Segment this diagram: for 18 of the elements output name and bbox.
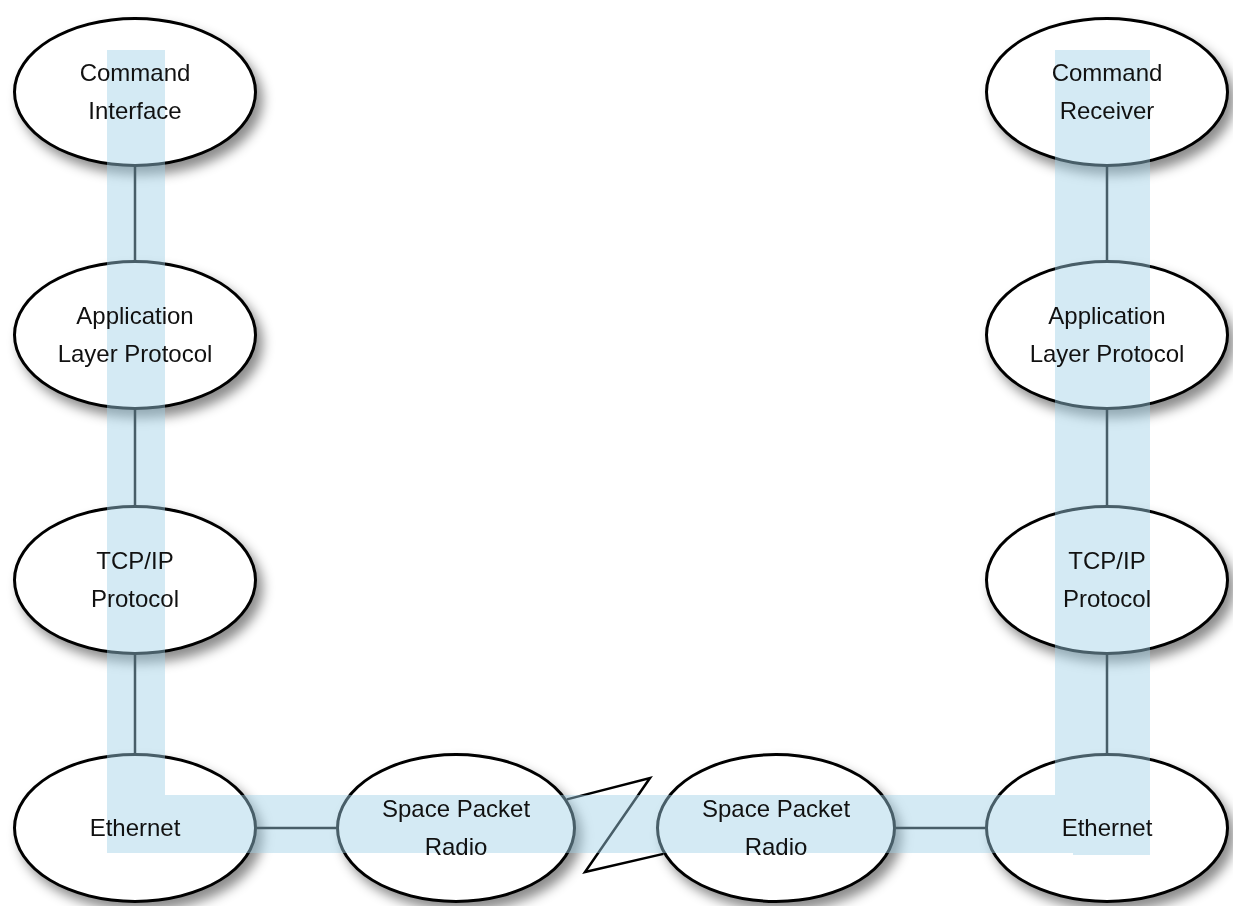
node-label: Application Layer Protocol — [1028, 301, 1186, 369]
node-label: Command Receiver — [1050, 58, 1164, 126]
node-label: Ethernet — [1060, 813, 1154, 843]
connector-line — [133, 167, 137, 260]
node-label: Ethernet — [88, 813, 182, 843]
node-label: Command Interface — [78, 58, 192, 126]
node-label: Space Packet Radio — [700, 794, 852, 862]
connector-line — [257, 826, 336, 830]
connector-line — [1105, 410, 1109, 505]
connector-line — [1105, 655, 1109, 753]
node-label: Application Layer Protocol — [56, 301, 214, 369]
node-label: TCP/IP Protocol — [89, 546, 180, 614]
node-label: TCP/IP Protocol — [1061, 546, 1152, 614]
connector-line — [133, 410, 137, 505]
connector-line — [896, 826, 985, 830]
node-label: Space Packet Radio — [380, 794, 532, 862]
connector-line — [1105, 167, 1109, 260]
connector-line — [133, 655, 137, 753]
